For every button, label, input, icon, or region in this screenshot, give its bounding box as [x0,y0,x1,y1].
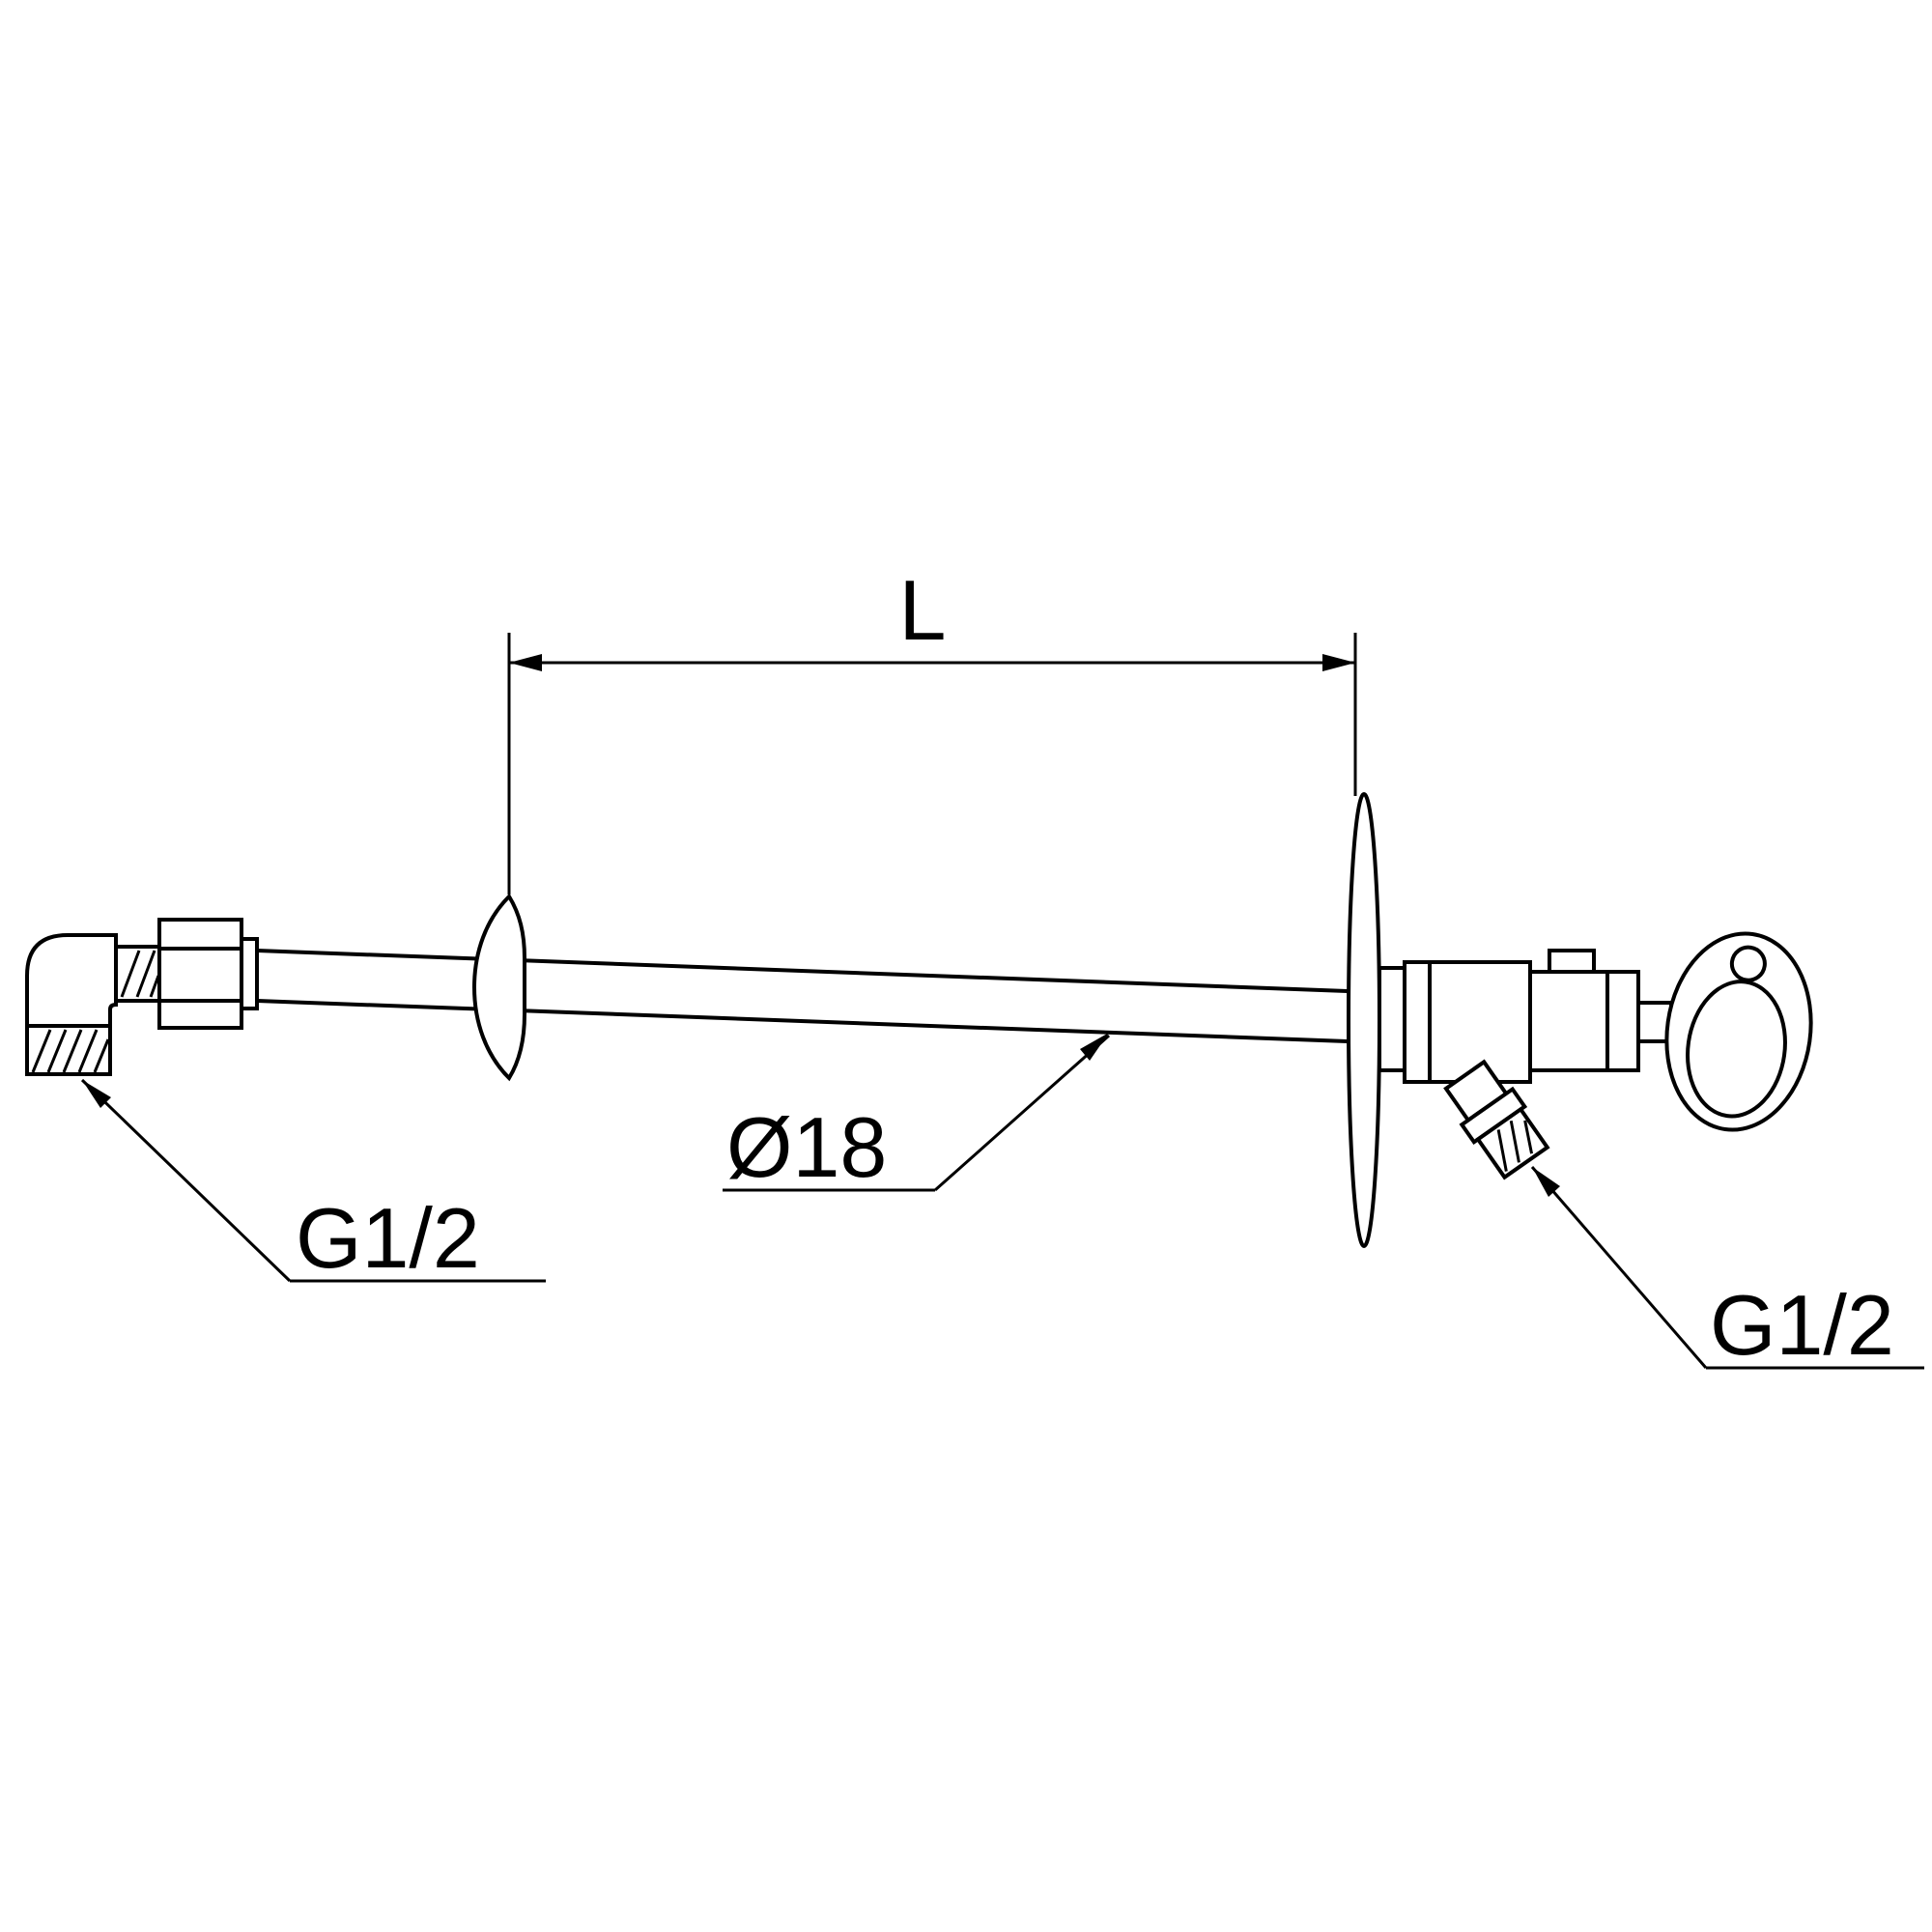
leader-inlet-thread: G1/2 [80,1078,546,1286]
label-length-dimension: L [899,562,947,658]
leader-outlet-thread: G1/2 [1530,1166,1924,1373]
pipe-tube [256,949,1400,1045]
key-hole [1729,945,1767,982]
leader-pipe-diameter: Ø18 [723,1033,1110,1195]
dimension-length: L [507,562,1357,895]
label-pipe-diameter: Ø18 [726,1099,887,1195]
inlet-elbow-fitting [25,933,161,1076]
key-handle [1636,931,1813,1132]
leader-arrow-inlet [82,1080,111,1108]
leader-arrow-outlet [1532,1167,1560,1197]
packing-gland [1548,949,1596,974]
label-inlet-thread: G1/2 [296,1190,480,1286]
outlet-thread-hatching [1496,1120,1534,1172]
label-outlet-thread: G1/2 [1710,1277,1894,1373]
inlet-thread-hatching [31,1029,110,1073]
hose-outlet [1443,1059,1550,1180]
nut-collar [240,937,259,1010]
inner-flange [471,893,526,1082]
valve-body [1378,949,1640,1084]
valve-wall-collar [1378,966,1406,1072]
stub-thread-hatching [120,950,160,998]
union-nut [157,918,259,1030]
outlet-thread [1475,1106,1550,1180]
wall-plate [1347,792,1381,1248]
dimension-arrow-left [509,654,542,671]
dimension-arrow-right [1322,654,1355,671]
leader-arrow-diameter [1080,1033,1109,1061]
